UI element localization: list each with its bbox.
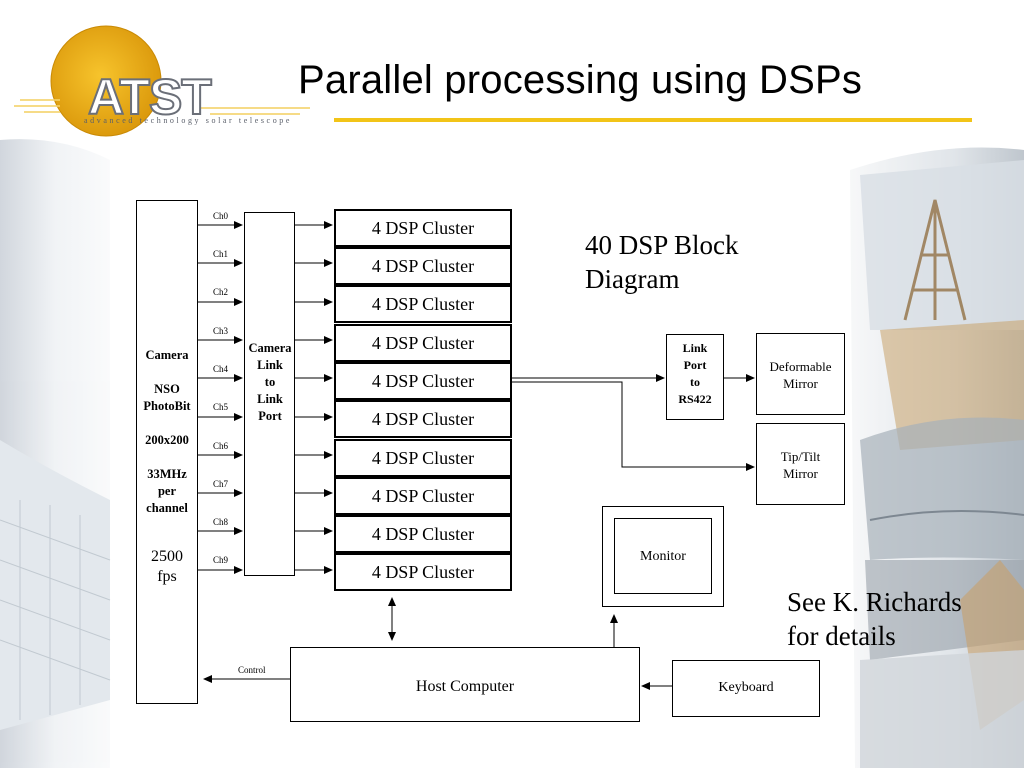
dsp-cluster: 4 DSP Cluster — [334, 400, 512, 438]
block-diagram-heading-line-1: Diagram — [585, 264, 680, 294]
telescope-illustration-right — [850, 147, 1024, 768]
atst-logo — [14, 25, 310, 137]
camera-link-label-2: to — [264, 375, 276, 389]
dsp-cluster: 4 DSP Cluster — [334, 439, 512, 477]
logo-tagline: advanced technology solar telescope — [84, 116, 293, 125]
monitor-label: Monitor — [640, 549, 686, 564]
camera-label-8: per — [157, 484, 177, 498]
deformable-label-0: Deformable — [769, 359, 832, 374]
camera-fps-unit: fps — [157, 568, 177, 585]
monitor-outer: Monitor — [602, 506, 724, 607]
camera-label-6 — [137, 449, 197, 466]
camera-label-9: channel — [146, 501, 188, 515]
link-port-label-2: to — [690, 375, 700, 389]
camera-link-label-3: Link — [257, 392, 283, 406]
link-port-label-3: RS422 — [678, 392, 712, 406]
dsp-cluster: 4 DSP Cluster — [334, 247, 512, 285]
channel-label: Ch8 — [213, 517, 229, 527]
dsp-cluster: 4 DSP Cluster — [334, 285, 512, 323]
camera-link-label-4: Port — [258, 409, 282, 423]
camera-label-7: 33MHz — [147, 467, 187, 481]
dsp-cluster: 4 DSP Cluster — [334, 209, 512, 247]
camera-label-5: 200x200 — [145, 433, 189, 447]
channel-label: Ch7 — [213, 479, 229, 489]
dsp-cluster: 4 DSP Cluster — [334, 324, 512, 362]
monitor-screen: Monitor — [614, 518, 712, 594]
channel-label: Ch3 — [213, 326, 229, 336]
deformable-mirror-block: Deformable Mirror — [756, 333, 845, 415]
dsp-cluster: 4 DSP Cluster — [334, 477, 512, 515]
channel-arrows — [198, 221, 243, 574]
details-note-line-1: for details — [787, 621, 896, 651]
camera-link-label-1: Link — [257, 358, 283, 372]
channel-label: Ch4 — [213, 364, 229, 374]
dsp-input-arrows — [295, 221, 333, 574]
camera-label-1 — [137, 364, 197, 381]
logo-wordmark: ATST — [87, 68, 213, 126]
link-port-block: Link Port to RS422 — [666, 334, 724, 420]
link-port-label-0: Link — [682, 341, 708, 355]
camera-link-block: Camera Link to Link Port — [244, 212, 295, 576]
channel-label: Ch0 — [213, 211, 229, 221]
page-title: Parallel processing using DSPs — [298, 58, 863, 102]
tiptilt-label-0: Tip/Tilt — [780, 449, 821, 464]
host-computer-block: Host Computer — [290, 647, 640, 722]
camera-label-4 — [137, 415, 197, 432]
telescope-illustration-left — [0, 139, 111, 768]
channel-label: Ch1 — [213, 249, 229, 259]
dsp-to-tiptilt-arrow — [512, 381, 755, 471]
camera-label-0: Camera — [145, 348, 189, 362]
link-port-label-1: Port — [683, 358, 707, 372]
dsp-cluster: 4 DSP Cluster — [334, 362, 512, 400]
camera-fps-value: 2500 — [151, 548, 183, 565]
deformable-label-1: Mirror — [783, 376, 818, 391]
details-note-line-0: See K. Richards — [787, 587, 962, 617]
channel-label: Ch6 — [213, 441, 229, 451]
host-computer-label: Host Computer — [415, 678, 515, 695]
block-diagram-heading-line-0: 40 DSP Block — [585, 230, 739, 260]
tiptilt-mirror-block: Tip/Tilt Mirror — [756, 423, 845, 505]
dsp-cluster: 4 DSP Cluster — [334, 515, 512, 553]
tiptilt-label-1: Mirror — [783, 466, 818, 481]
keyboard-label: Keyboard — [718, 680, 774, 695]
details-note: See K. Richards for details — [787, 585, 962, 653]
keyboard-block: Keyboard — [672, 660, 820, 717]
channel-label: Ch9 — [213, 555, 229, 565]
channel-label: Ch2 — [213, 287, 229, 297]
block-diagram-heading: 40 DSP Block Diagram — [585, 228, 739, 296]
control-label: Control — [238, 665, 266, 675]
camera-link-label-0: Camera — [248, 341, 292, 355]
camera-label-3: PhotoBit — [143, 399, 191, 413]
channel-label: Ch5 — [213, 402, 229, 412]
dsp-cluster: 4 DSP Cluster — [334, 553, 512, 591]
camera-label-2: NSO — [154, 382, 180, 396]
camera-block: Camera NSO PhotoBit 200x200 33MHz per ch… — [136, 200, 198, 704]
